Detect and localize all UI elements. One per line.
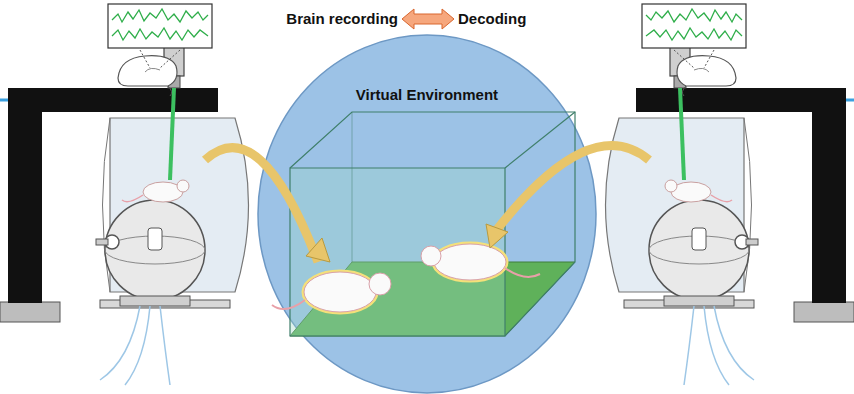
heading-label: Brain recording — [286, 10, 398, 27]
environment-circle: Virtual Environment — [257, 34, 597, 394]
node-title: Virtual Environment — [257, 86, 597, 103]
heading-label: Decoding — [458, 10, 526, 27]
